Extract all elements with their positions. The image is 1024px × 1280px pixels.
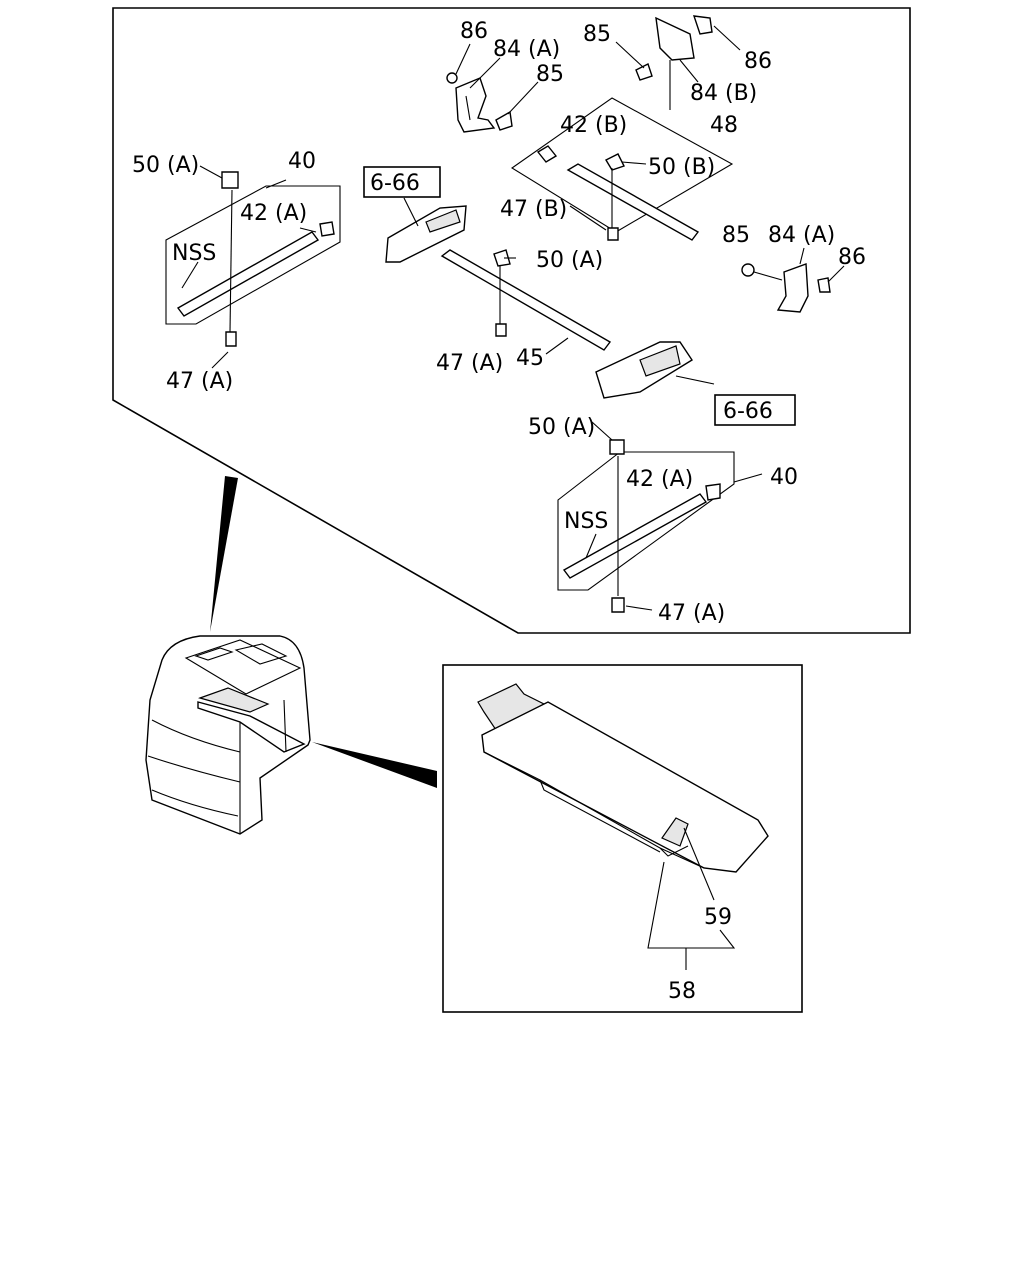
leader-lines-upper xyxy=(199,161,647,441)
label-nss-left: NSS xyxy=(172,241,216,266)
label-50a-left: 50 (A) xyxy=(132,153,199,178)
label-47a-left: 47 (A) xyxy=(166,369,233,394)
label-47b: 47 (B) xyxy=(500,197,567,222)
label-50b: 50 (B) xyxy=(648,155,715,180)
label-58: 58 xyxy=(668,979,696,1004)
label-84a-top: 84 (A) xyxy=(493,37,560,62)
sun-visor xyxy=(477,683,769,873)
label-nss-right: NSS xyxy=(564,509,608,534)
ref-box-6-66-left xyxy=(363,166,441,198)
label-45: 45 xyxy=(516,346,544,371)
label-84b: 84 (B) xyxy=(690,81,757,106)
label-ref-6-66-left: 6-66 xyxy=(370,171,420,196)
rail-40-left xyxy=(165,171,341,369)
label-85-top-left: 85 xyxy=(536,62,564,87)
label-40-right: 40 xyxy=(770,465,798,490)
ref-box-6-66-right xyxy=(714,394,796,426)
trim-6-66 xyxy=(385,197,715,399)
label-50a-center: 50 (A) xyxy=(536,248,603,273)
lower-detail-frame xyxy=(442,664,803,1013)
rail-40-right xyxy=(557,439,763,613)
label-42a-right: 42 (A) xyxy=(626,467,693,492)
label-47a-right: 47 (A) xyxy=(658,601,725,626)
leader-lines-visor xyxy=(647,827,736,970)
label-50a-right: 50 (A) xyxy=(528,415,595,440)
label-48: 48 xyxy=(710,113,738,138)
truck-cab xyxy=(145,635,311,835)
label-42a-left: 42 (A) xyxy=(240,201,307,226)
bracket-84a-right xyxy=(741,247,845,313)
label-86-top-left: 86 xyxy=(460,19,488,44)
label-86-top-right: 86 xyxy=(744,49,772,74)
bracket-84a-upper xyxy=(446,43,539,133)
label-84a-right: 84 (A) xyxy=(768,223,835,248)
rail-45 xyxy=(440,249,612,355)
label-47a-center: 47 (A) xyxy=(436,351,503,376)
leader-wedge-upper xyxy=(210,476,238,632)
label-86-right: 86 xyxy=(838,245,866,270)
label-59: 59 xyxy=(704,905,732,930)
label-42b: 42 (B) xyxy=(560,113,627,138)
label-85-top-right: 85 xyxy=(583,22,611,47)
label-ref-6-66-right: 6-66 xyxy=(723,399,773,424)
upper-detail-frame xyxy=(112,7,911,634)
bracket-84b-upper xyxy=(615,15,741,110)
rail-48 xyxy=(510,97,734,241)
label-40-left: 40 xyxy=(288,149,316,174)
leader-wedge-lower xyxy=(312,742,437,788)
label-85-right: 85 xyxy=(722,223,750,248)
